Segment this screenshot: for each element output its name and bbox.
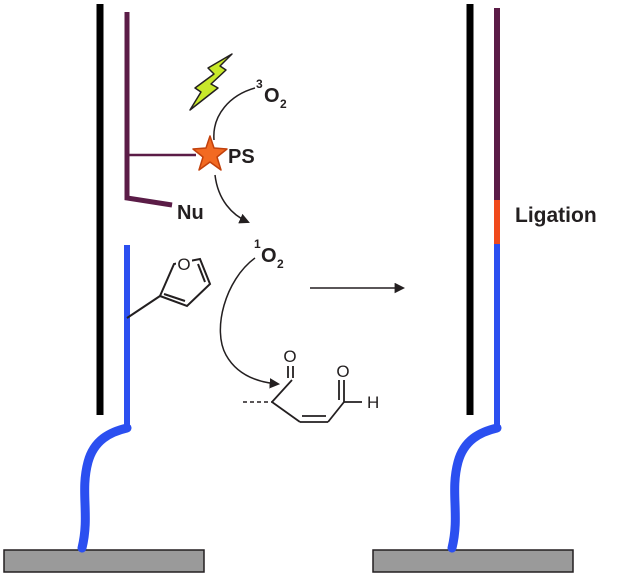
furan-linker	[126, 295, 161, 319]
carbonyl-oxygen-right-label: O	[336, 362, 349, 381]
right-surface	[372, 549, 574, 573]
carbonyl-oxygen-left-label: O	[283, 347, 296, 366]
triplet-oxygen-superscript: 3	[256, 77, 263, 91]
aldehyde-hydrogen-label: H	[367, 393, 379, 412]
photosensitizer-label: PS	[228, 146, 255, 168]
furan-tether-left	[77, 423, 132, 553]
triplet-oxygen: 3 O 2	[256, 77, 287, 111]
right-assembly: Ligation	[372, 4, 597, 573]
furan-tether-right	[447, 423, 502, 553]
light-bolt-icon	[189, 53, 233, 111]
singlet-oxygen-symbol: O	[261, 245, 277, 267]
excitation-arc	[213, 87, 255, 222]
ligation-label: Ligation	[515, 204, 597, 227]
nucleophile-label: Nu	[177, 202, 204, 224]
triplet-oxygen-symbol: O	[264, 85, 280, 107]
singlet-oxygen-subscript: 2	[277, 257, 284, 271]
furan-oxygen-label: O	[177, 255, 190, 274]
left-assembly: O PS Nu 3 O 2 1 O 2 O	[3, 4, 379, 573]
oxidation-arc	[219, 257, 281, 389]
furan-ring: O	[158, 254, 212, 308]
triplet-oxygen-subscript: 2	[280, 97, 287, 111]
probe-strand-left	[124, 12, 173, 208]
photosensitizer-star-icon	[192, 135, 228, 171]
singlet-oxygen: 1 O 2	[254, 237, 284, 271]
singlet-oxygen-superscript: 1	[254, 237, 261, 251]
nu-linker	[126, 196, 173, 207]
enedial-product: O O H	[243, 347, 379, 423]
left-surface	[3, 549, 205, 573]
